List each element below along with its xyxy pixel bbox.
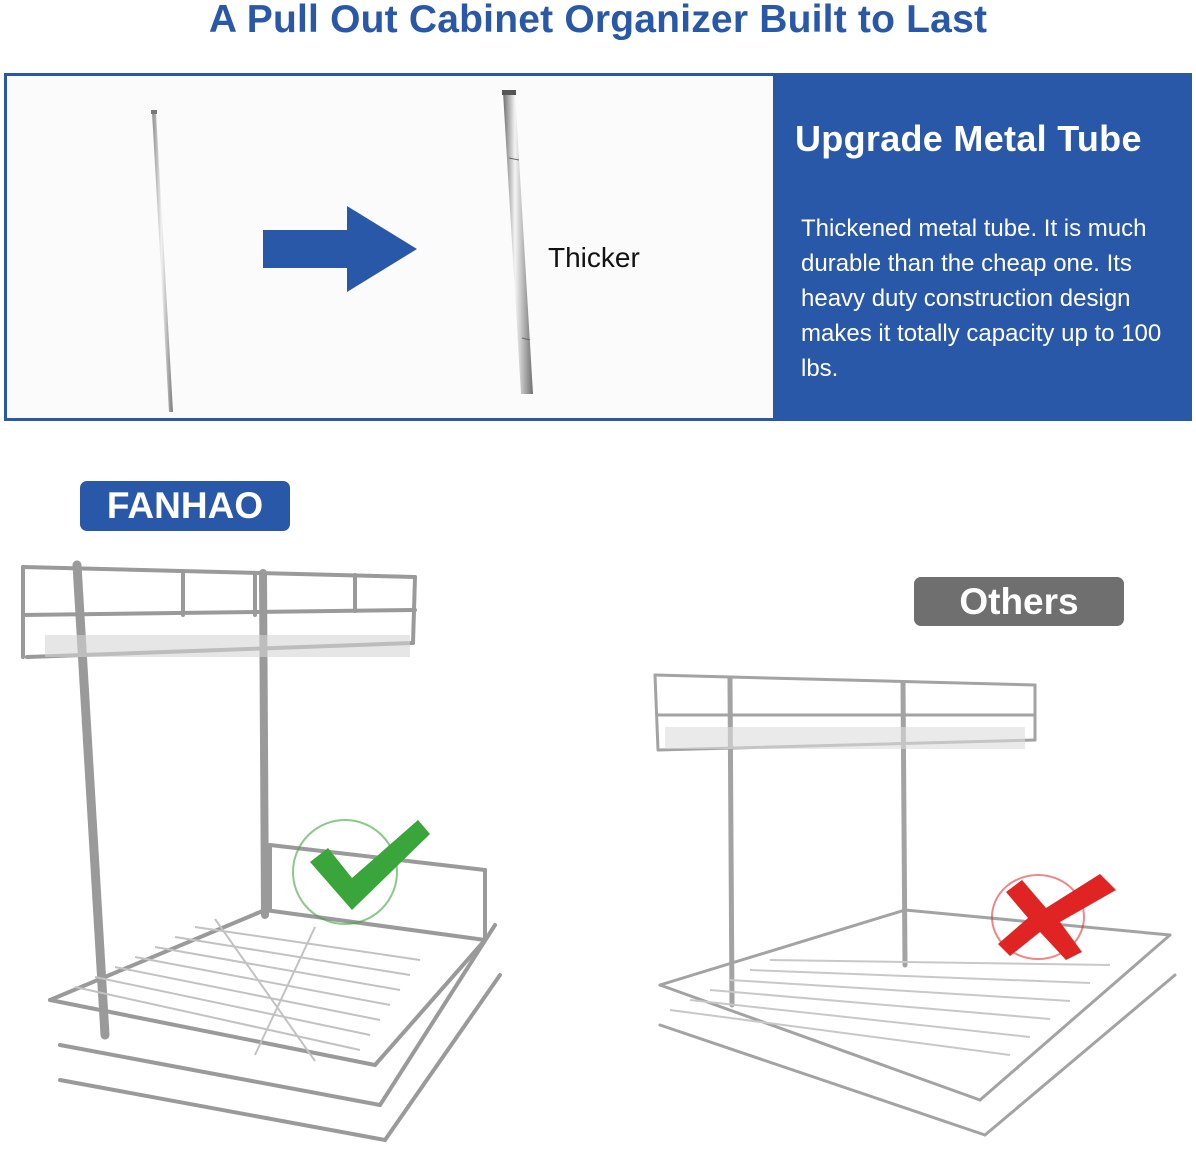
page-title: A Pull Out Cabinet Organizer Built to La… — [208, 0, 988, 41]
fanhao-badge: FANHAO — [80, 481, 290, 531]
feature-description: Thickened metal tube. It is much durable… — [801, 215, 1162, 382]
tube-comparison-image: Thicker — [7, 76, 773, 418]
right-arrow-icon — [263, 206, 417, 292]
fanhao-organizer-image — [21, 560, 502, 1142]
tube-comparison-panel: Thicker Upgrade Metal Tube Thickened met… — [4, 73, 1192, 421]
cross-icon — [991, 874, 1116, 960]
feature-box: Upgrade Metal Tube Thickened metal tube.… — [773, 76, 1189, 418]
others-organizer-image — [653, 673, 1177, 1137]
thick-tube-image — [502, 90, 533, 394]
feature-title: Upgrade Metal Tube — [795, 118, 1142, 159]
check-icon — [292, 819, 430, 925]
thin-tube-image — [151, 110, 173, 412]
others-badge: Others — [914, 577, 1124, 626]
thicker-label: Thicker — [548, 242, 640, 273]
